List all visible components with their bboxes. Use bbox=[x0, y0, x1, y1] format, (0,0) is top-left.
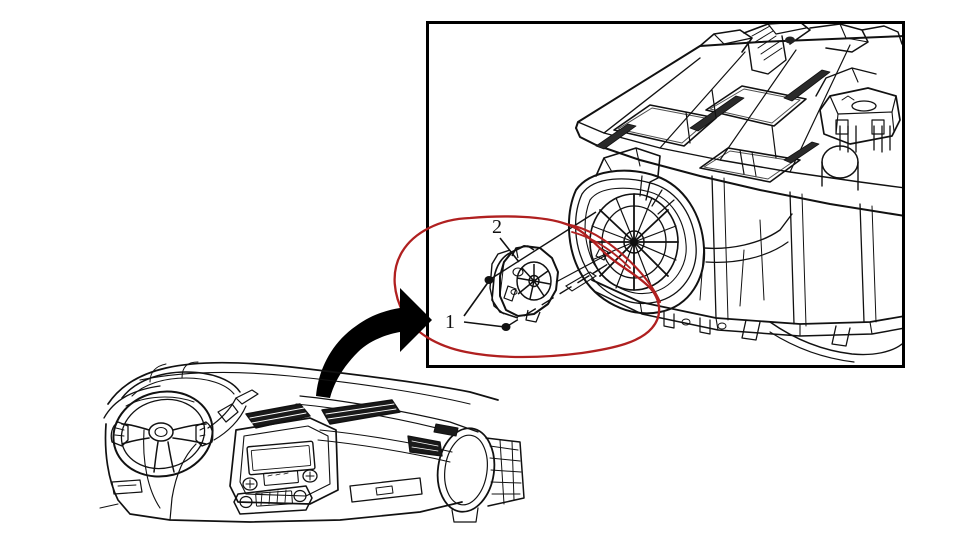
detail-panel-border bbox=[426, 21, 905, 368]
blower-wheel bbox=[589, 175, 679, 291]
evaporator-core-tubes bbox=[699, 24, 902, 75]
mode-door-actuator bbox=[815, 67, 901, 191]
instrument-cluster bbox=[121, 361, 241, 399]
center-stack-radio bbox=[229, 417, 339, 505]
callout-2-label: 2 bbox=[492, 216, 502, 238]
callout-2-leader bbox=[499, 237, 520, 263]
hvac-control-head bbox=[233, 485, 313, 515]
instrument-panel-view bbox=[99, 361, 525, 523]
side-air-vent bbox=[407, 423, 525, 523]
steering-wheel bbox=[110, 390, 214, 478]
air-distribution-duct-plate bbox=[575, 35, 902, 217]
callout-1-leaders bbox=[463, 280, 506, 328]
blower-motor bbox=[489, 245, 559, 323]
center-air-vents bbox=[245, 399, 401, 429]
case-lower-flange bbox=[591, 175, 902, 363]
callout-1-label: 1 bbox=[445, 311, 455, 333]
case-side-wall bbox=[703, 213, 793, 301]
red-highlight-ellipse bbox=[393, 215, 662, 359]
installation-axis-lines bbox=[488, 211, 613, 328]
callout-arrow bbox=[316, 288, 432, 398]
hvac-case-assembly bbox=[568, 24, 902, 363]
glove-box bbox=[349, 477, 423, 503]
